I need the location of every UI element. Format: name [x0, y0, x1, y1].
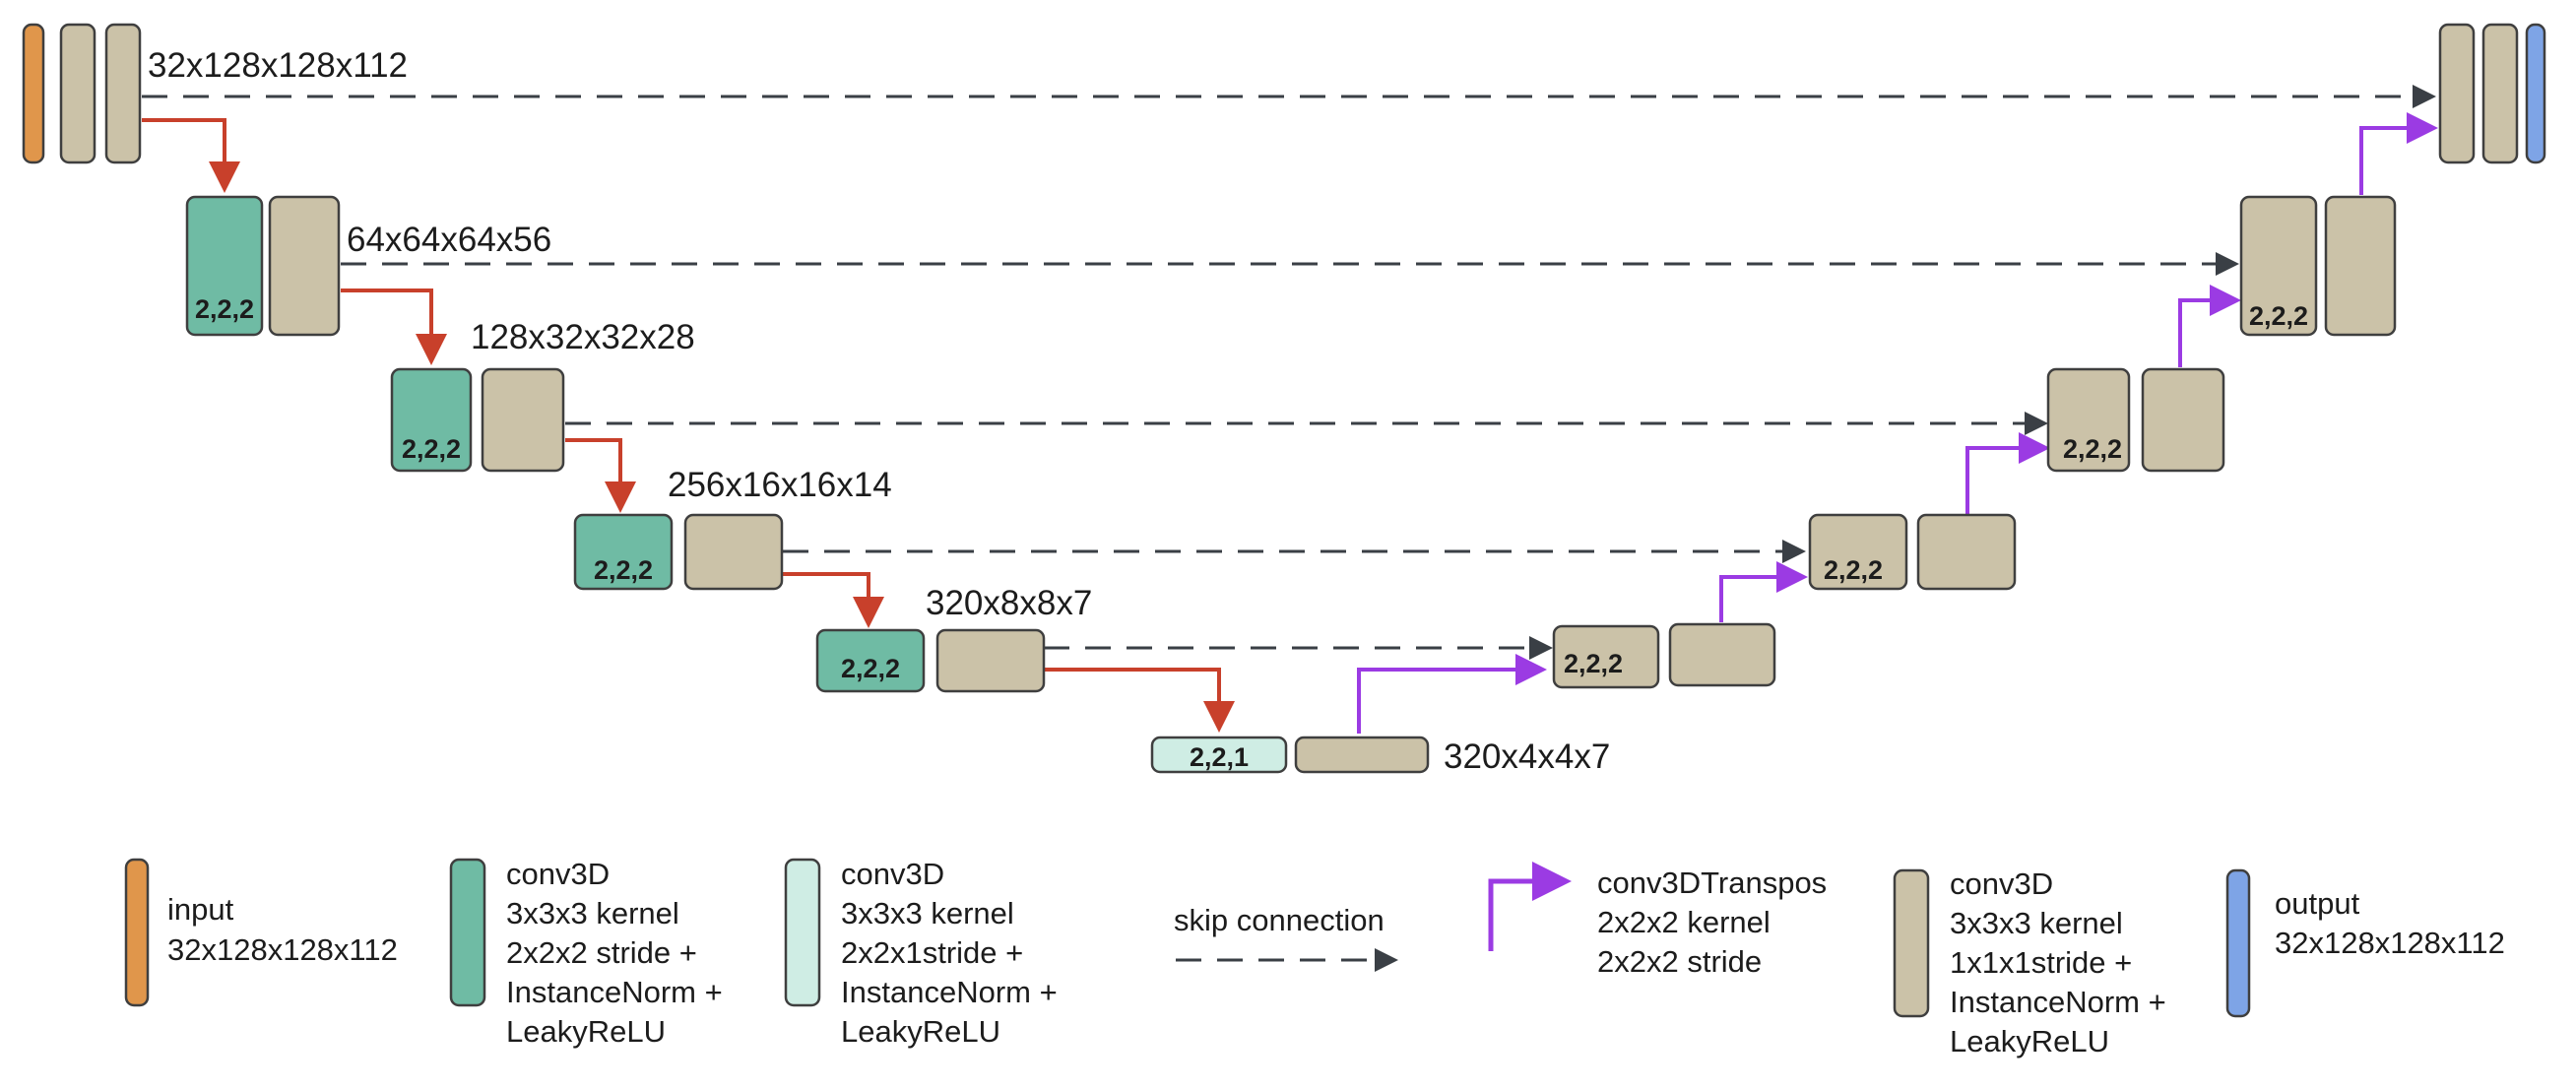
decoder-conv-block-l0-b: [2481, 23, 2519, 164]
stride-conv-block-bottleneck: [1150, 736, 1288, 774]
upconv-block-l2: [2046, 367, 2131, 473]
stride-conv-block-l3: [573, 513, 674, 591]
output-block: [2525, 23, 2546, 164]
up-stride-label-l1: 2,2,2: [2249, 301, 2308, 331]
stride-conv-block-l1: [185, 195, 264, 337]
legend-conv-stride2-line-3: 2x2x2 stride +: [506, 935, 697, 970]
legend-transpose-line-1: conv3DTranspos: [1597, 866, 1827, 900]
conv-block-l0-a: [59, 23, 97, 164]
decoder-conv-block-l1: [2324, 195, 2397, 337]
legend-skip-label: skip connection: [1174, 903, 1385, 937]
stride-conv-block-l2: [390, 367, 473, 473]
legend-conv-stride221-line-4: InstanceNorm +: [841, 975, 1058, 1009]
upsample-arrow-2: [1965, 432, 2050, 515]
upconv-block-l3: [1808, 513, 1908, 591]
upsample-arrow-4: [2359, 112, 2438, 195]
upsample-arrow-0: [1357, 654, 1547, 734]
up-stride-label-l4: 2,2,2: [1564, 649, 1623, 678]
legend-conv-stride221-line-5: LeakyReLU: [841, 1014, 1000, 1049]
conv-block-l1: [268, 195, 341, 337]
decoder-conv-block-l0-a: [2438, 23, 2476, 164]
up-stride-label-l3: 2,2,2: [1824, 555, 1883, 585]
legend-input-label: input: [167, 892, 234, 927]
conv-block-l3: [683, 513, 784, 591]
stride-label-l3: 2,2,2: [594, 555, 653, 585]
legend-conv-stride2-line-4: InstanceNorm +: [506, 975, 723, 1009]
upsample-arrow-1: [1719, 561, 1808, 622]
legend-conv-stride2-swatch: [449, 858, 486, 1007]
legend-output-swatch: [2225, 868, 2251, 1018]
downsample-arrow-2: [565, 438, 636, 513]
conv-block-l4: [935, 628, 1046, 693]
legend-conv-stride2-line-5: LeakyReLU: [506, 1014, 666, 1049]
dims-label-level-0: 32x128x128x112: [148, 46, 408, 85]
encoder-arrows: [142, 118, 1235, 733]
stride-conv-block-l4: [815, 628, 926, 693]
decoder-conv-block-l4: [1668, 622, 1776, 687]
legend-conv-stride1-line-3: 1x1x1stride +: [1950, 945, 2132, 980]
downsample-arrow-3: [783, 572, 884, 628]
legend-conv-stride1-line-1: conv3D: [1950, 866, 2053, 901]
decoder-conv-block-l2: [2141, 367, 2225, 473]
legend-conv-stride2-line-1: conv3D: [506, 857, 610, 891]
upconv-block-l4: [1552, 624, 1660, 689]
legend-conv-stride221-line-3: 2x2x1stride +: [841, 935, 1023, 970]
legend-conv-stride221-line-1: conv3D: [841, 857, 944, 891]
legend-input-swatch: [124, 858, 150, 1007]
legend-transpose-line-3: 2x2x2 stride: [1597, 944, 1762, 979]
downsample-arrow-0: [142, 118, 240, 193]
input-block: [22, 23, 45, 164]
upsample-arrow-3: [2178, 285, 2241, 367]
up-stride-label-l2: 2,2,2: [2063, 434, 2122, 464]
stride-label-l4: 2,2,2: [841, 654, 900, 683]
conv-block-l0-b: [104, 23, 142, 164]
conv-block-bottleneck: [1294, 736, 1430, 774]
legend: input 32x128x128x112 conv3D 3x3x3 kernel…: [124, 857, 2505, 1058]
legend-conv-stride221-swatch: [784, 858, 821, 1007]
legend-conv-stride1-line-4: InstanceNorm +: [1950, 985, 2166, 1019]
stride-label-l1: 2,2,2: [195, 294, 254, 324]
legend-conv-stride1-line-5: LeakyReLU: [1950, 1024, 2109, 1058]
downsample-arrow-4: [1044, 668, 1235, 733]
legend-conv-stride221-line-2: 3x3x3 kernel: [841, 896, 1014, 930]
encoder-blocks: 32x128x128x112 2,2,2 64x64x64x56 2,2,2 1…: [22, 23, 1610, 776]
conv-block-l2: [481, 367, 565, 473]
legend-conv-stride2-line-2: 3x3x3 kernel: [506, 896, 679, 930]
dims-label-bottleneck: 320x4x4x7: [1444, 737, 1610, 776]
decoder-arrows: [1357, 112, 2438, 734]
dims-label-level-2: 128x32x32x28: [471, 318, 695, 356]
legend-input-dims: 32x128x128x112: [167, 932, 398, 967]
decoder-blocks: 2,2,2 2,2,2 2,2,2 2,2,2: [1552, 23, 2546, 689]
legend-conv-stride1-swatch: [1893, 868, 1930, 1018]
dims-label-level-4: 320x8x8x7: [926, 584, 1092, 622]
legend-output-label: output: [2275, 886, 2360, 921]
upconv-block-l1: [2239, 195, 2318, 337]
dims-label-level-1: 64x64x64x56: [347, 221, 551, 259]
legend-transpose-arrow: [1488, 862, 1572, 951]
legend-transpose-line-2: 2x2x2 kernel: [1597, 905, 1771, 939]
decoder-conv-block-l3: [1916, 513, 2017, 591]
stride-label-l2: 2,2,2: [402, 434, 461, 464]
legend-conv-stride1-line-2: 3x3x3 kernel: [1950, 906, 2123, 940]
dims-label-level-3: 256x16x16x14: [668, 466, 892, 504]
skip-connections: [142, 85, 2436, 660]
stride-label-bottleneck: 2,2,1: [1190, 742, 1249, 772]
downsample-arrow-1: [341, 289, 447, 365]
legend-output-dims: 32x128x128x112: [2275, 926, 2505, 960]
